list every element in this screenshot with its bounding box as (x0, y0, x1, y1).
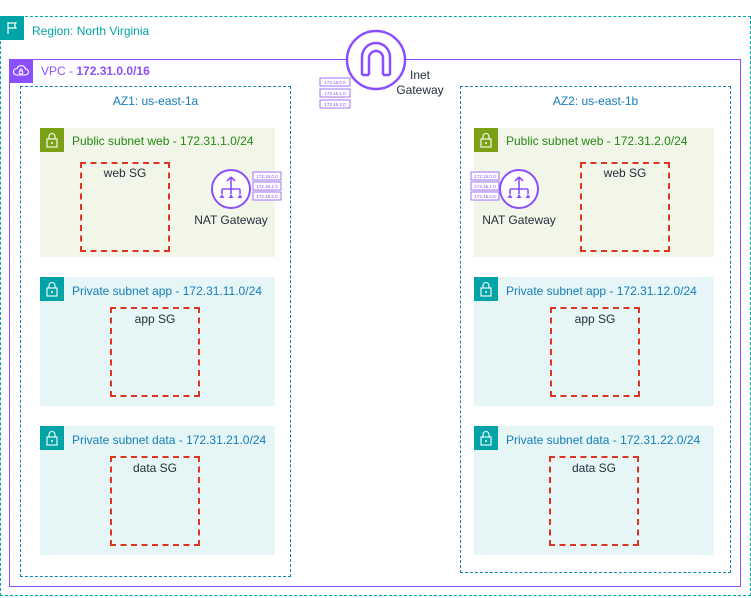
az1-app-security-group (110, 307, 200, 397)
az2-data-subnet (474, 426, 714, 555)
az2-web-security-group (580, 162, 670, 252)
az1-app-subnet (40, 277, 275, 406)
az1-container (20, 86, 291, 577)
lock-icon (474, 128, 498, 152)
az2-app-subnet-label: Private subnet app - 172.31.12.0/24 (506, 284, 697, 298)
az1-app-subnet-label: Private subnet app - 172.31.11.0/24 (72, 284, 262, 298)
lock-icon (40, 128, 64, 152)
lock-icon (40, 426, 64, 450)
az1-public-subnet-label: Public subnet web - 172.31.1.0/24 (72, 134, 254, 148)
nat-gateway-icon (498, 168, 540, 210)
internet-gateway-icon (345, 29, 407, 91)
az1-data-subnet-label: Private subnet data - 172.31.21.0/24 (72, 433, 267, 447)
route-entry-text: 172.16.1.0 (256, 184, 278, 189)
az1-data-sg-label: data SG (132, 461, 178, 475)
internet-gateway-label-line2: Gateway (396, 83, 444, 97)
az2-label: AZ2: us-east-1b (552, 94, 639, 108)
az1-web-sg-label: web SG (103, 166, 147, 180)
az1-data-security-group (110, 456, 200, 546)
vpc-label: VPC - 172.31.0.0/16 (41, 64, 150, 78)
az1-app-sg-label: app SG (134, 312, 176, 326)
az2-app-sg-label: app SG (574, 312, 616, 326)
az2-nat-gateway-label: NAT Gateway (482, 213, 556, 227)
az1-label: AZ1: us-east-1a (112, 94, 199, 108)
lock-icon (474, 277, 498, 301)
lock-icon (474, 426, 498, 450)
cloud-vpc-icon (9, 59, 33, 83)
route-table-icon: 172.16.0.0 172.16.1.0 172.16.2.0 (319, 77, 351, 109)
route-entry-text: 172.16.2.0 (474, 194, 496, 199)
route-table-icon: 172.15.0.0 172.16.1.0 172.16.2.0 (470, 171, 500, 201)
route-entry-text: 172.16.2.0 (324, 102, 346, 107)
az2-app-subnet (474, 277, 714, 406)
az1-web-security-group (80, 162, 170, 252)
route-table-icon: 172.16.0.0 172.16.1.0 172.16.2.0 (252, 171, 282, 201)
lock-icon (40, 277, 64, 301)
az2-app-security-group (550, 307, 640, 397)
az2-public-subnet-label: Public subnet web - 172.31.2.0/24 (506, 134, 688, 148)
internet-gateway-label: Inet Gateway (390, 68, 450, 98)
internet-gateway-label-line1: Inet (409, 68, 430, 82)
vpc-cidr: 172.31.0.0/16 (76, 64, 150, 78)
route-entry-text: 172.16.1.0 (324, 91, 346, 96)
nat-gateway-icon (210, 168, 252, 210)
route-entry-text: 172.16.0.0 (324, 80, 346, 85)
az2-data-sg-label: data SG (571, 461, 617, 475)
flag-icon (0, 16, 24, 40)
az2-data-subnet-label: Private subnet data - 172.31.22.0/24 (506, 433, 701, 447)
route-entry-text: 172.16.0.0 (256, 174, 278, 179)
vpc-prefix: VPC - (41, 64, 77, 78)
route-entry-text: 172.15.0.0 (474, 174, 496, 179)
az1-nat-gateway-label: NAT Gateway (194, 213, 268, 227)
az1-data-subnet (40, 426, 275, 555)
region-label: Region: North Virginia (32, 24, 150, 38)
az2-data-security-group (549, 456, 639, 546)
az2-container (460, 86, 731, 573)
route-entry-text: 172.16.2.0 (256, 194, 278, 199)
route-entry-text: 172.16.1.0 (474, 184, 496, 189)
az2-web-sg-label: web SG (603, 166, 647, 180)
